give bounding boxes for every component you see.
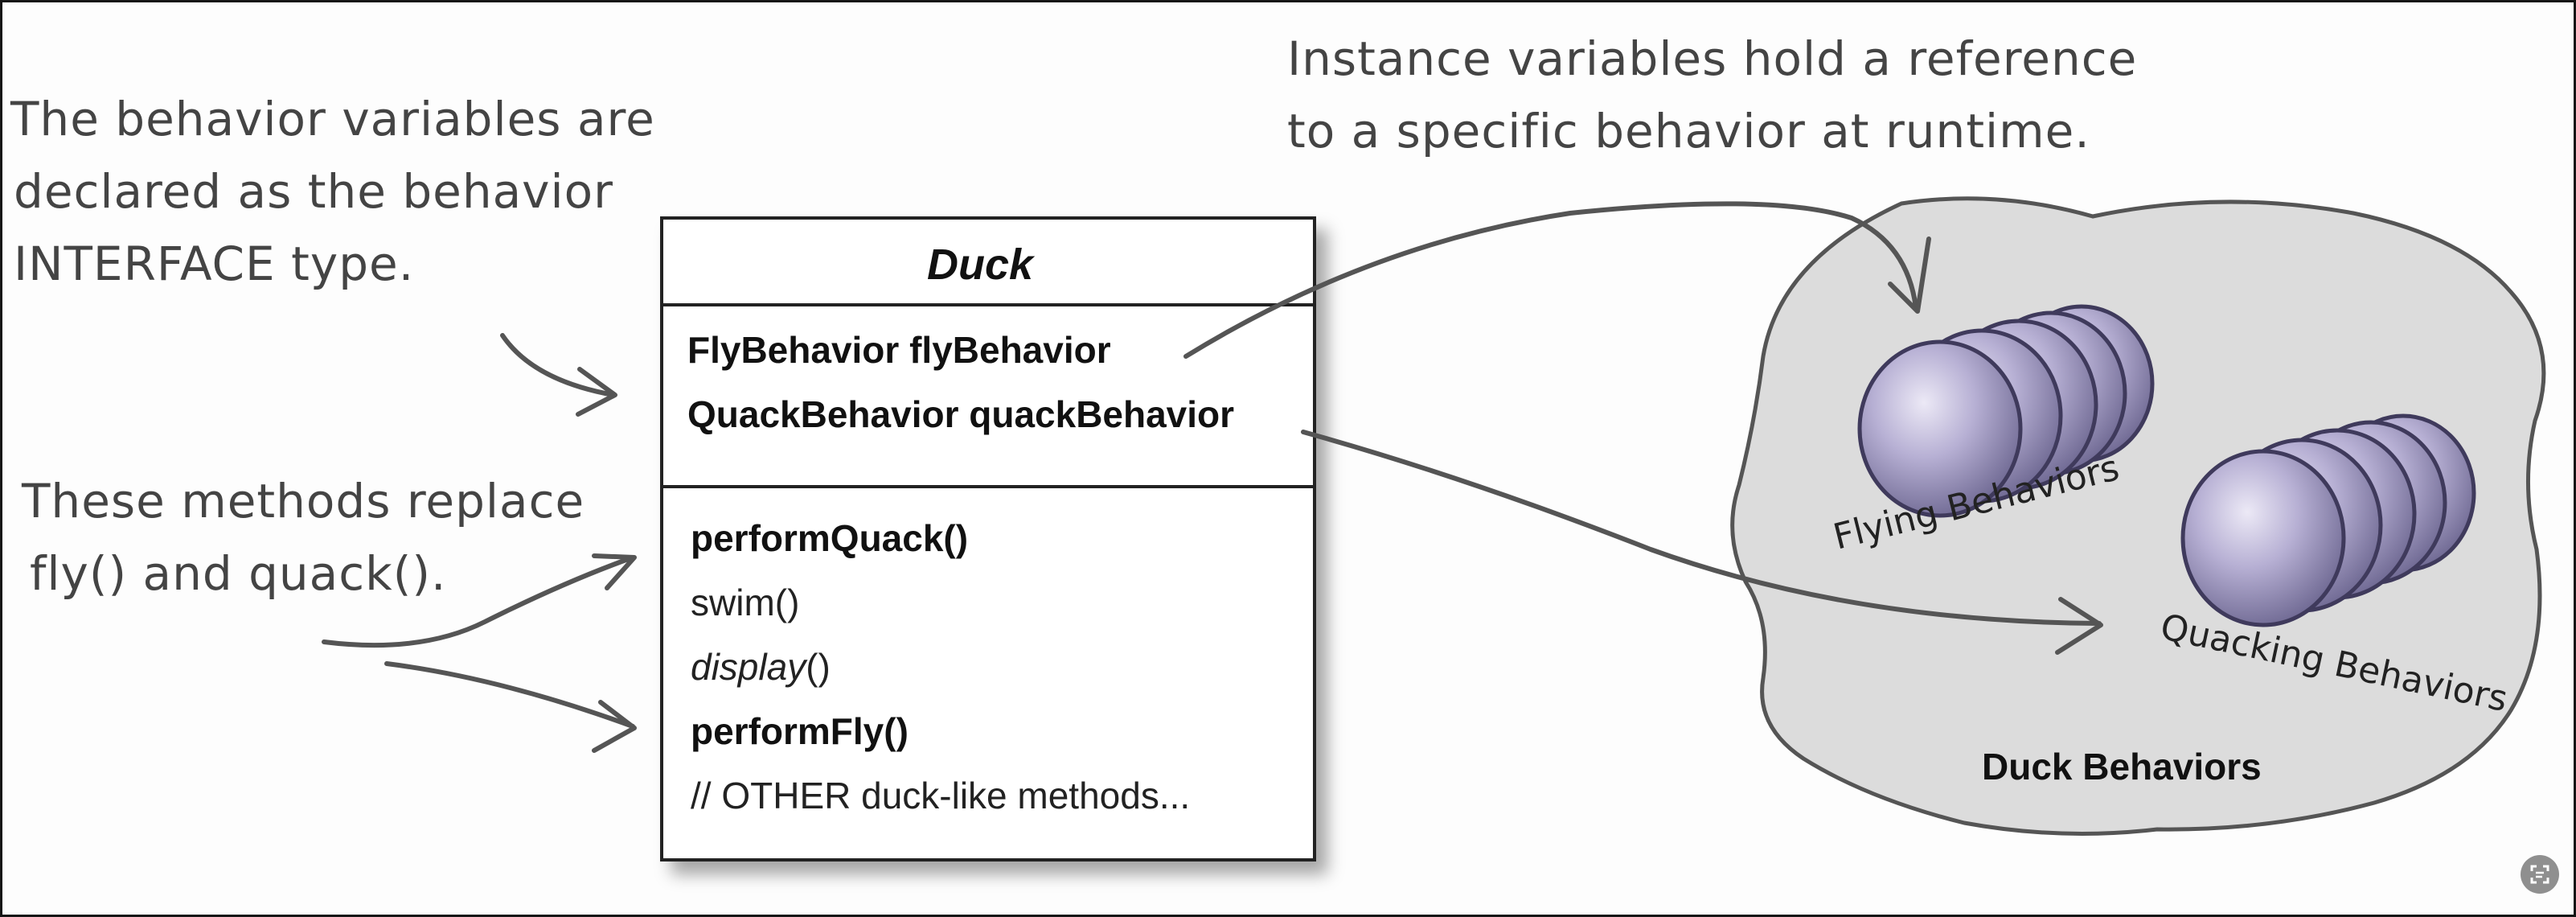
arrow-to-perform-quack — [322, 555, 635, 648]
method-other-comment: // OTHER duck-like methods... — [691, 775, 1190, 816]
arrow-to-attributes — [500, 333, 616, 397]
arrow-to-perform-fly — [384, 661, 635, 729]
quacking-behaviors-stack — [2180, 413, 2476, 627]
arrow-head — [1888, 236, 1931, 314]
method-display-parens: () — [806, 646, 831, 688]
method-swim: swim() — [691, 582, 799, 623]
annotation-line: INTERFACE type. — [14, 236, 414, 291]
annotation-line: These methods replace — [21, 474, 585, 528]
duck-class-box — [660, 216, 1316, 861]
arrow-head — [592, 700, 637, 753]
class-name: Duck — [927, 241, 1036, 289]
flying-behaviors-stack — [1857, 304, 2155, 518]
annotation-line: The behavior variables are — [10, 92, 655, 146]
method-perform-quack: performQuack() — [691, 517, 968, 559]
method-display-name: display — [691, 646, 808, 688]
method-perform-fly: performFly() — [691, 710, 909, 752]
annotation-behavior-variables: The behavior variables are declared as t… — [10, 92, 655, 291]
text-recognition-glyph — [2530, 865, 2549, 884]
method-display: display() — [691, 646, 831, 688]
annotation-line: Instance variables hold a reference — [1287, 31, 2137, 86]
attribute-quack-behavior: QuackBehavior quackBehavior — [687, 393, 1234, 435]
arrow-fly-behavior-to-flying — [1183, 201, 1918, 359]
attribute-fly-behavior: FlyBehavior flyBehavior — [687, 329, 1111, 371]
annotation-instance-variables: Instance variables hold a reference to a… — [1287, 31, 2137, 158]
annotation-line: fly() and quack(). — [30, 546, 446, 601]
annotation-methods-replace: These methods replace fly() and quack(). — [21, 474, 585, 601]
duck-behaviors-caption: Duck Behaviors — [1982, 746, 2262, 787]
text-recognition-icon[interactable] — [2521, 855, 2559, 894]
arrow-quack-behavior-to-quacking — [1301, 430, 2102, 626]
arrow-head — [2055, 597, 2103, 655]
annotation-line: to a specific behavior at runtime. — [1287, 104, 2090, 158]
annotation-line: declared as the behavior — [14, 164, 613, 219]
arrow-head — [576, 367, 617, 417]
arrow-head — [592, 553, 637, 590]
